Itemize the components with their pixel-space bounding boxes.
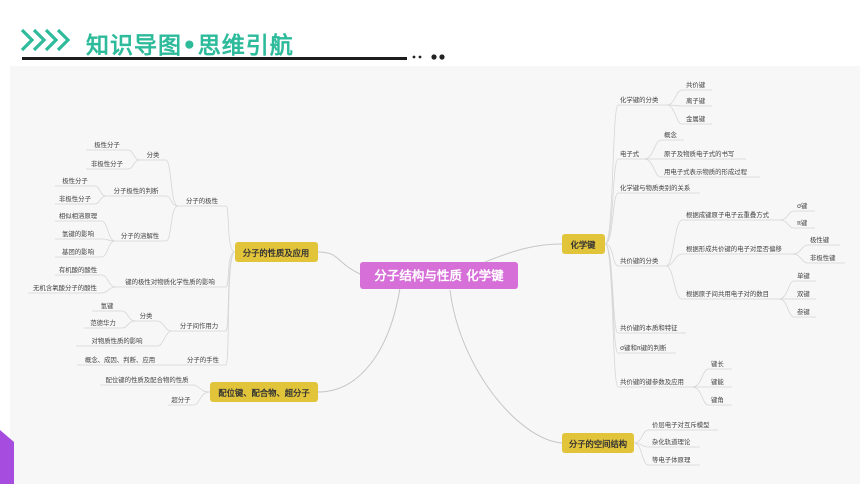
main-node-spatial-label: 分子的空间结构: [569, 439, 627, 449]
node-nonpolar-bond: 非极性键: [810, 253, 836, 262]
node-nonpolar-molecule: 非极性分子: [91, 159, 124, 168]
node-classification: 分类: [147, 150, 160, 159]
node-bond-energy: 键能: [711, 377, 724, 386]
node-overlap: 根据成键原子电子云重叠方式: [686, 210, 770, 219]
node-covalent: 共价键: [686, 80, 706, 89]
corner-decoration: [0, 430, 14, 484]
main-node-chemical-bond-label: 化学键: [571, 240, 597, 250]
node-group-effect: 基团的影响: [62, 247, 94, 256]
main-node-spatial: [562, 433, 634, 453]
node-single: 单键: [797, 271, 810, 280]
node-vsepr: 价层电子对互斥模型: [652, 420, 710, 429]
node-sigma: σ键: [797, 201, 808, 210]
node-metallic: 金属键: [686, 114, 706, 123]
node-oxyacid: 无机含氧酸分子的酸性: [33, 283, 98, 292]
node-chirality-items: 概念、成因、判断、应用: [85, 355, 155, 364]
node-polar-molecule-2: 极性分子: [62, 176, 88, 185]
node-essence: 共价键的本质和特征: [620, 323, 678, 332]
node-polar-bond: 极性键: [810, 235, 830, 244]
dots-decoration: [412, 54, 445, 60]
node-isoelectronic: 等电子体原理: [652, 455, 691, 464]
node-coord-props: 配位键的性质及配合物的性质: [105, 375, 189, 384]
node-covalent-classification: 共价键的分类: [620, 256, 659, 265]
node-bond-length: 键长: [711, 359, 724, 368]
node-hybrid: 杂化轨道理论: [652, 437, 691, 446]
header-underline: [22, 57, 407, 60]
node-hbond-effect: 氢键的影响: [62, 229, 94, 238]
node-supramolecule: 超分子: [171, 395, 191, 404]
node-hydrogen-bond: 氢键: [101, 301, 114, 310]
node-classification-2: 分类: [140, 311, 153, 320]
node-chirality: 分子的手性: [187, 355, 220, 364]
central-node: [360, 262, 518, 289]
node-nonpolar-molecule-2: 非极性分子: [59, 194, 92, 203]
node-double: 双键: [797, 289, 810, 298]
node-bond-angle: 键角: [711, 395, 724, 404]
central-node-label: 分子结构与性质 化学键: [374, 268, 504, 283]
node-polarity: 分子的极性: [186, 196, 219, 205]
node-intermolecular: 分子间作用力: [180, 321, 218, 330]
node-shift: 根据形成共价键的电子对是否偏移: [686, 244, 782, 253]
node-effect-on-properties: 对物质性质的影响: [91, 336, 142, 345]
main-node-chemical-bond: [562, 234, 605, 254]
node-params: 共价键的键参数及应用: [620, 377, 684, 386]
chevrons-icon: [20, 28, 71, 52]
page-title: 知识导图•思维引航: [86, 33, 294, 59]
node-van-der-waals: 范德华力: [90, 318, 116, 327]
node-solubility: 分子的溶解性: [121, 231, 160, 240]
node-bond-polarity-effect: 键的极性对物质化学性质的影响: [125, 277, 214, 286]
node-like-dissolves: 相似相溶原理: [59, 211, 98, 220]
node-ionic: 离子键: [686, 96, 706, 105]
node-pi: π键: [797, 218, 808, 227]
node-polarity-judgement: 分子极性的判断: [114, 186, 159, 195]
node-polar-molecule: 极性分子: [94, 140, 120, 149]
node-organic-acid: 有机酸的酸性: [59, 265, 98, 274]
header: 知识导图•思维引航: [0, 0, 860, 66]
node-bond-classification: 化学键的分类: [620, 95, 659, 104]
main-node-coordination-label: 配位键、配合物、超分子: [218, 388, 310, 398]
main-node-properties: [235, 242, 318, 262]
node-sigma-pi-judge: σ键和π键的判断: [620, 343, 667, 352]
node-concept: 概念: [664, 130, 677, 139]
node-atom-formula: 原子及物质电子式的书写: [664, 149, 734, 158]
main-node-coordination: [210, 382, 318, 402]
node-bond-vs-class: 化学键与物质类别的关系: [620, 183, 690, 192]
node-formation: 用电子式表示物质的形成过程: [664, 167, 748, 176]
main-node-properties-label: 分子的性质及应用: [243, 248, 309, 258]
node-pair-count: 根据原子间共用电子对的数目: [686, 289, 769, 298]
node-triple: 叁键: [797, 307, 810, 316]
node-electron-formula: 电子式: [620, 149, 640, 158]
